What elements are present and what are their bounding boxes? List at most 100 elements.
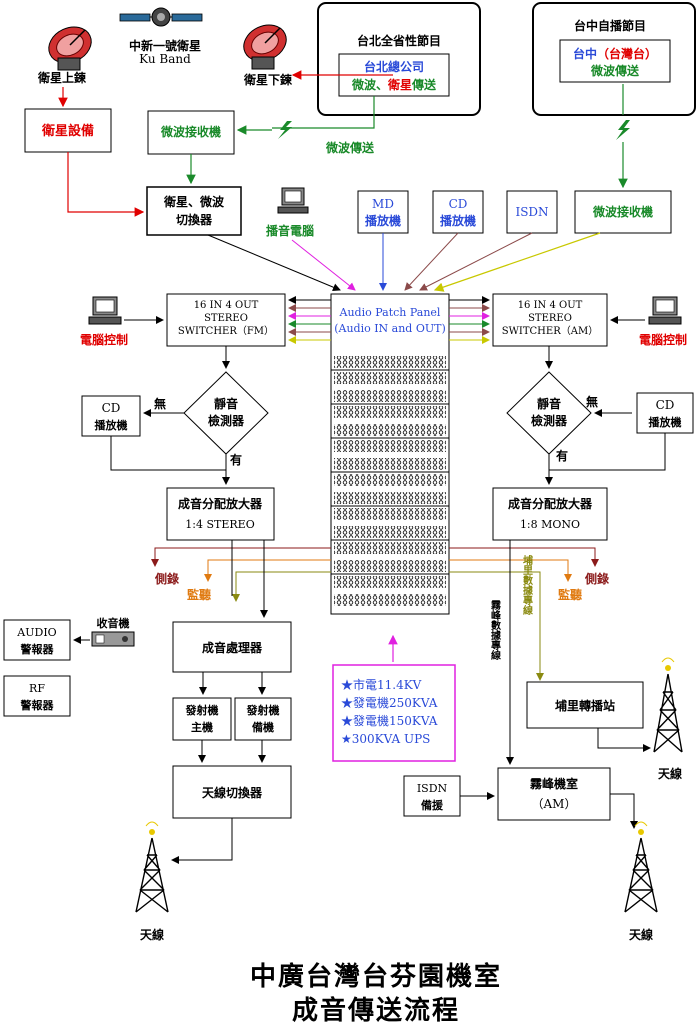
audio-alarm-box bbox=[3, 619, 71, 661]
taipei-hq-line2: 微波、衛星傳送 bbox=[351, 77, 437, 92]
isdn-backup-line1: ISDN bbox=[417, 782, 448, 795]
rf-alarm-line1: RF bbox=[29, 682, 45, 695]
cd-player-right-line1: CD bbox=[656, 398, 675, 412]
fm-amp-output-lines bbox=[151, 540, 331, 618]
md-player-line2: 播放機 bbox=[365, 213, 401, 228]
dist-amp-am-line2: 1:8 MONO bbox=[520, 518, 580, 531]
dist-amp-fm-line1: 成音分配放大器 bbox=[178, 496, 263, 511]
microwave-transmit-label: 微波傳送 bbox=[325, 140, 375, 155]
pc-control-left-label: 電腦控制 bbox=[80, 332, 128, 347]
antenna-right-top-label: 天線 bbox=[658, 766, 682, 781]
satellite-equipment-label: 衛星設備 bbox=[41, 123, 94, 139]
puli-relay-box bbox=[526, 681, 644, 729]
transmitter-main-line1: 發射機 bbox=[185, 703, 219, 717]
rf-alarm-line2: 警報器 bbox=[20, 698, 55, 712]
downlink-dish-icon bbox=[243, 24, 287, 70]
switcher-bus-lines bbox=[288, 296, 490, 344]
satellite-icon bbox=[119, 7, 203, 27]
am-room-box bbox=[497, 767, 611, 821]
detector-left-diamond bbox=[183, 371, 269, 455]
microwave-receiver-right-box bbox=[574, 190, 672, 234]
dist-amp-fm-line2: 1:4 STEREO bbox=[185, 518, 254, 531]
switcher-am-line2: STEREO bbox=[528, 313, 572, 324]
microwave-link-icon-right bbox=[616, 120, 630, 140]
transmitter-backup-line1: 發射機 bbox=[246, 703, 280, 717]
taipei-program-title: 台北全省性節目 bbox=[357, 33, 441, 48]
downlink-label: 衛星下鍊 bbox=[243, 72, 293, 87]
detector-left-line1: 靜音 bbox=[214, 396, 238, 411]
switcher-fm-line2: STEREO bbox=[204, 313, 248, 324]
cd-player-top-line2: 播放機 bbox=[440, 213, 476, 228]
cd-player-top-line1: CD bbox=[449, 197, 468, 211]
dist-amp-am-box bbox=[492, 487, 608, 541]
detector-right-line2: 檢測器 bbox=[531, 413, 568, 428]
pc-control-right-icon bbox=[648, 296, 682, 325]
receiver-radio-icon bbox=[91, 631, 135, 647]
taichung-taiwan-line2: 微波傳送 bbox=[590, 63, 640, 78]
uplink-label: 衛星上鍊 bbox=[37, 70, 87, 85]
puli-data-line-label: 埔里數據專線 bbox=[521, 554, 533, 616]
playback-pc-icon bbox=[277, 187, 309, 214]
patch-panel-jacks bbox=[331, 356, 449, 606]
power-line3: ★發電機150KVA bbox=[341, 713, 438, 728]
no-label-left: 無 bbox=[154, 396, 166, 411]
puli-relay-label: 埔里轉播站 bbox=[555, 698, 615, 713]
uplink-dish-icon bbox=[48, 26, 92, 71]
isdn-top-box bbox=[506, 190, 558, 234]
md-player-box bbox=[357, 190, 409, 234]
audio-alarm-line2: 警報器 bbox=[20, 642, 55, 656]
switcher-fm-line3: SWITCHER（FM） bbox=[178, 325, 274, 337]
taichung-taiwan-box bbox=[559, 39, 671, 83]
record-left-label: 側錄 bbox=[154, 571, 179, 586]
detector-right-diamond bbox=[506, 371, 592, 455]
cd-player-left-line1: CD bbox=[102, 401, 121, 415]
switcher-am-line1: 16 IN 4 OUT bbox=[518, 300, 583, 311]
switcher-fm-box bbox=[166, 293, 286, 347]
audio-processor-box bbox=[172, 621, 292, 673]
dist-amp-fm-box bbox=[166, 487, 275, 541]
isdn-top-label: ISDN bbox=[515, 205, 548, 219]
record-right-label: 側錄 bbox=[584, 571, 609, 586]
no-label-right: 無 bbox=[586, 394, 598, 409]
sat-microwave-switcher-box bbox=[146, 186, 242, 236]
antenna-tower-left-icon bbox=[135, 821, 169, 913]
dist-amp-am-line1: 成音分配放大器 bbox=[508, 496, 593, 511]
power-supply-box bbox=[332, 664, 456, 762]
am-amp-output-lines bbox=[449, 540, 599, 765]
footer-title-line2: 成音傳送流程 bbox=[292, 995, 460, 1026]
cd-player-top-box bbox=[432, 190, 484, 234]
switcher-fm-line1: 16 IN 4 OUT bbox=[194, 300, 259, 311]
detector-left-line2: 檢測器 bbox=[208, 413, 245, 428]
wufeng-data-line-label: 霧峰數據專線 bbox=[489, 600, 501, 661]
taichung-program-title: 台中自播節目 bbox=[574, 18, 646, 33]
transmitter-backup-line2: 備機 bbox=[252, 720, 274, 734]
audio-alarm-line1: AUDIO bbox=[16, 626, 56, 639]
isdn-backup-line2: 備援 bbox=[421, 798, 444, 812]
rf-alarm-box bbox=[3, 675, 71, 717]
monitor-right-label: 監聽 bbox=[558, 587, 582, 602]
antenna-tower-right-top-icon bbox=[653, 657, 683, 753]
cd-player-right-line2: 播放機 bbox=[649, 415, 682, 429]
detector-right-line1: 靜音 bbox=[537, 396, 561, 411]
transmitter-main-box bbox=[172, 697, 232, 741]
sat-microwave-switcher-line1: 衛星、微波 bbox=[163, 194, 225, 209]
microwave-receiver-top-label: 微波接收機 bbox=[160, 124, 221, 139]
footer-title-line1: 中廣台灣台芬園機室 bbox=[250, 961, 502, 992]
microwave-receiver-right-label: 微波接收機 bbox=[592, 204, 653, 219]
yes-label-right: 有 bbox=[556, 448, 568, 463]
am-room-line1: 霧峰機室 bbox=[530, 776, 578, 791]
power-line2: ★發電機250KVA bbox=[341, 695, 438, 710]
pc-control-right-label: 電腦控制 bbox=[639, 332, 687, 347]
taichung-taiwan-line1: 台中（台灣台） bbox=[573, 46, 657, 61]
cd-player-right-box bbox=[636, 392, 694, 434]
switcher-am-box bbox=[492, 293, 608, 347]
playback-pc-label: 播音電腦 bbox=[266, 223, 314, 238]
power-line1: ★市電11.4KV bbox=[341, 677, 422, 692]
pc-control-left-icon bbox=[88, 296, 122, 325]
am-room-line2: （AM） bbox=[532, 797, 577, 811]
md-player-line1: MD bbox=[372, 197, 394, 211]
antenna-switcher-box bbox=[172, 765, 292, 819]
patch-panel-line1: Audio Patch Panel bbox=[339, 306, 441, 319]
patch-panel-line2: (Audio IN and OUT) bbox=[334, 322, 446, 335]
